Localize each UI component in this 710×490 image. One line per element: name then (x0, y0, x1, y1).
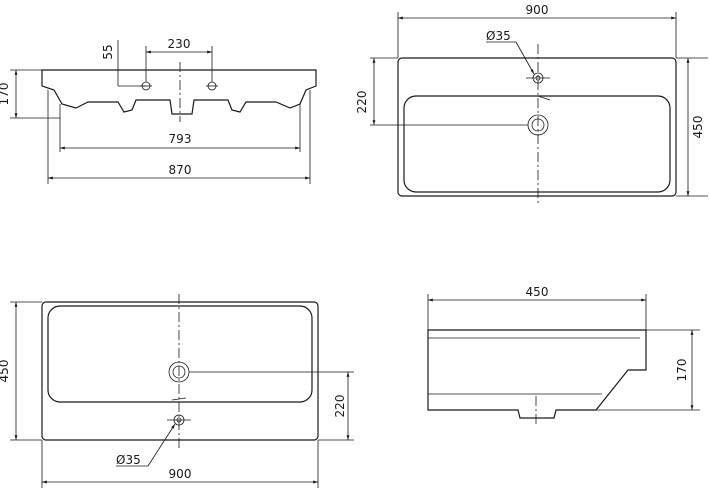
topr-dim-depth: 450 (691, 116, 705, 139)
front-dim-tap-spacing: 230 (168, 37, 191, 51)
topr-dim-width: 900 (526, 3, 549, 17)
topl-dim-drain-pos: 220 (333, 395, 347, 418)
topl-dim-depth: 450 (0, 360, 11, 383)
topr-bowl-outline (403, 95, 671, 193)
front-basin-outline (41, 69, 317, 115)
front-dim-width-outer: 870 (169, 163, 192, 177)
topl-bowl-outline (47, 305, 313, 403)
top-view-right: 900 450 220 Ø35 (355, 3, 708, 204)
front-dim-width-inner: 793 (169, 132, 192, 146)
front-tap-right (206, 81, 218, 91)
side-view: 450 170 (427, 285, 700, 424)
front-dim-height: 170 (0, 83, 11, 106)
front-dim-tap-offset: 55 (101, 44, 115, 59)
top-view-left: 450 220 900 Ø35 (0, 294, 354, 488)
topl-outer-outline (41, 301, 319, 441)
front-view: 230 55 170 793 870 (0, 37, 317, 184)
topl-dim-width: 900 (169, 467, 192, 481)
side-dim-depth: 450 (526, 285, 549, 299)
topr-dim-drain-pos: 220 (355, 91, 369, 114)
topr-outer-outline (397, 57, 677, 197)
topr-dim-tap-hole: Ø35 (486, 29, 511, 43)
side-dim-height: 170 (675, 359, 689, 382)
side-basin-outline (427, 329, 647, 419)
topl-dim-tap-hole: Ø35 (116, 453, 141, 467)
